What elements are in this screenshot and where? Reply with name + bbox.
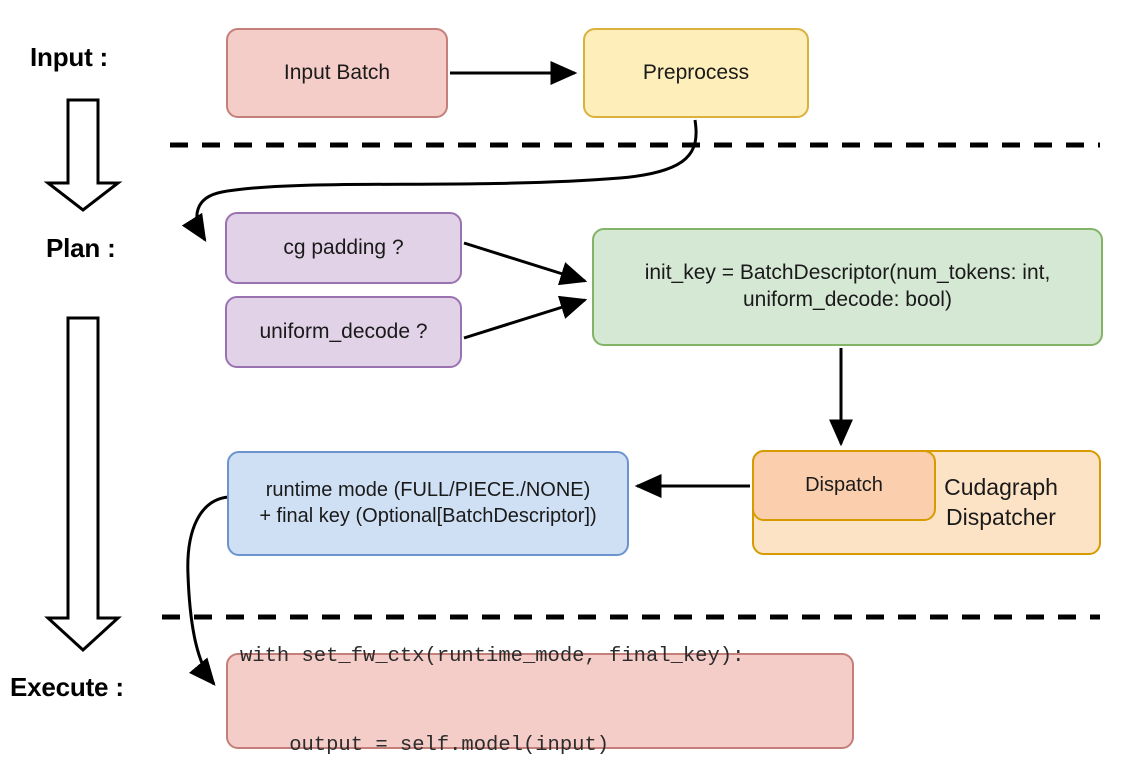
node-uniform-decode-label: uniform_decode ? [259,319,428,343]
node-init-key[interactable]: init_key = BatchDescriptor(num_tokens: i… [592,228,1103,346]
node-execute-code-line1: with set_fw_ctx(runtime_mode, final_key)… [240,644,745,668]
stage-label-input: Input : [30,42,109,72]
stage-label-execute: Execute : [10,672,124,702]
stage-label-plan: Plan : [46,233,116,263]
node-init-key-text: init_key = BatchDescriptor(num_tokens: i… [645,260,1051,314]
node-runtime-mode[interactable]: runtime mode (FULL/PIECE./NONE) + final … [227,451,629,556]
node-execute-code-text: with set_fw_ctx(runtime_mode, final_key)… [240,582,744,770]
node-runtime-mode-line2: + final key (Optional[BatchDescriptor]) [259,504,597,527]
edge-uniform-decode-to-init-key [463,295,588,340]
stage-arrow-input-to-plan [43,98,123,212]
node-preprocess-label: Preprocess [642,60,750,84]
node-execute-code[interactable]: with set_fw_ctx(runtime_mode, final_key)… [226,645,854,757]
node-init-key-line1: init_key = BatchDescriptor(num_tokens: i… [644,261,1051,285]
node-input-batch-label: Input Batch [283,60,391,84]
node-execute-code-line2: output = self.model(input) [240,733,610,757]
node-uniform-decode[interactable]: uniform_decode ? [225,296,462,368]
node-cudagraph-dispatcher-line1: Cudagraph [944,474,1058,501]
node-cudagraph-dispatcher-line2: Dispatcher [946,503,1056,530]
edge-cg-padding-to-init-key [463,241,588,286]
node-init-key-line2: uniform_decode: bool) [743,288,952,311]
node-runtime-mode-text: runtime mode (FULL/PIECE./NONE) + final … [259,478,596,529]
node-dispatch[interactable]: Dispatch [752,450,936,521]
node-cg-padding[interactable]: cg padding ? [225,212,462,284]
node-cudagraph-dispatcher-text: Cudagraph Dispatcher [921,473,1081,532]
node-input-batch[interactable]: Input Batch [226,28,448,118]
stage-arrow-plan-to-execute [44,316,122,653]
node-dispatch-label: Dispatch [805,473,883,496]
edge-runtime-mode-to-execute-code [186,495,229,686]
node-preprocess[interactable]: Preprocess [583,28,809,118]
node-cg-padding-label: cg padding ? [283,235,404,259]
node-runtime-mode-line1: runtime mode (FULL/PIECE./NONE) [265,478,591,501]
